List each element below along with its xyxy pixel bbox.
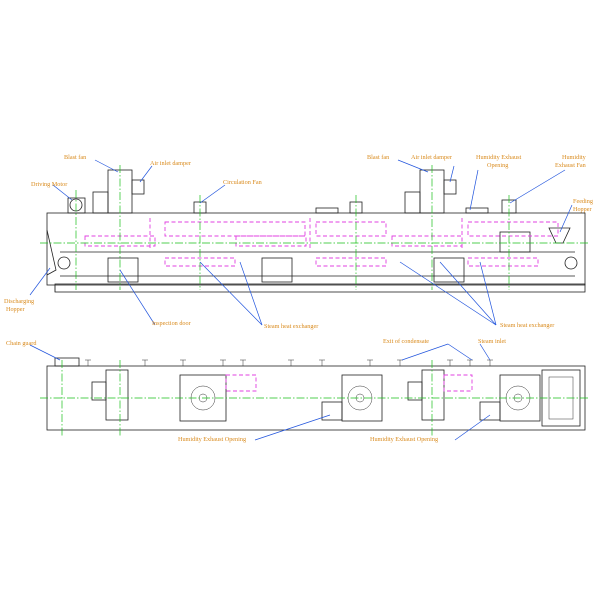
- plan-hidden-duct-2: [443, 374, 473, 392]
- labels: Blast fan Air inlet damper Driving Motor…: [4, 154, 593, 443]
- blast-fan-1-motor: [92, 191, 109, 214]
- inspection-door-3: [433, 257, 465, 283]
- plan-bolts: [85, 359, 493, 366]
- top-cover: [315, 207, 339, 214]
- blast-fan-2-motor: [404, 191, 421, 214]
- label-steam-inlet: Steam inlet: [478, 338, 506, 345]
- chain-guard-shape: [54, 357, 80, 367]
- plan-humidity-exhaust-opening-1: [321, 401, 343, 421]
- label-driving-motor: Driving Motor: [31, 181, 67, 188]
- base-frame: [54, 283, 586, 293]
- drive-pulley-left: [57, 256, 71, 270]
- discharging-hopper-shape: [46, 229, 57, 276]
- plan-blast-fan-1-motor: [91, 381, 107, 401]
- hidden-duct-3: [235, 235, 307, 247]
- hidden-duct-5: [391, 235, 463, 247]
- air-inlet-damper-2-shape: [443, 179, 457, 195]
- label-discharging-hopper-line1: Discharging: [4, 298, 34, 305]
- plan-hidden-duct-1: [225, 374, 257, 392]
- plan-humidity-exhaust-opening-2: [479, 401, 501, 421]
- plan-blast-fan-2-motor: [407, 381, 423, 401]
- label-circulation-fan: Circulation Fan: [223, 179, 262, 186]
- feeding-hopper-shape: [548, 227, 571, 244]
- label-discharging-hopper-line2: Hopper: [6, 306, 25, 313]
- driving-motor-shape: [67, 197, 86, 214]
- inspection-door-1: [107, 257, 139, 283]
- plan-blast-fan-2: [421, 369, 445, 421]
- hidden-heater-2: [315, 257, 387, 267]
- label-humidity-exhaust-opening-bottom-1: Humidity Exhaust Opening: [178, 436, 246, 443]
- inspection-door-4: [499, 231, 531, 253]
- label-blast-fan-1: Blast fan: [64, 154, 86, 161]
- label-air-inlet-damper-2: Air inlet damper: [411, 154, 452, 161]
- air-inlet-damper-1-shape: [131, 179, 145, 195]
- drive-pulley-right: [564, 256, 578, 270]
- hidden-duct-2: [164, 221, 306, 237]
- plan-blast-fan-1: [105, 369, 129, 421]
- label-steam-heat-exchanger-2: Steam heat exchanger: [500, 322, 554, 329]
- label-feeding-hopper-line1: Feeding: [573, 198, 593, 205]
- label-exit-of-condensate: Exit of condensate: [383, 338, 429, 345]
- label-inspection-door: Inspection door: [152, 320, 191, 327]
- plan-view: [40, 357, 590, 436]
- elevation-view: [40, 165, 590, 293]
- hidden-duct-6: [467, 221, 559, 237]
- label-chain-guard: Chain guard: [6, 340, 37, 347]
- label-feeding-hopper-line2: Hopper: [573, 206, 592, 213]
- label-air-inlet-damper-1: Air inlet damper: [150, 160, 191, 167]
- label-humidity-exhaust-opening-line2: Opening: [487, 162, 508, 169]
- hidden-heater-3: [467, 257, 539, 267]
- label-steam-heat-exchanger-1: Steam heat exchanger: [264, 323, 318, 330]
- humidity-exhaust-opening-shape: [465, 207, 489, 214]
- label-humidity-exhaust-fan-line2: Exhaust Fan: [555, 162, 586, 169]
- label-blast-fan-2: Blast fan: [367, 154, 389, 161]
- label-humidity-exhaust-opening-bottom-2: Humidity Exhaust Opening: [370, 436, 438, 443]
- inspection-door-2: [261, 257, 293, 283]
- label-humidity-exhaust-fan-line1: Humidity: [562, 154, 587, 161]
- leader-lines: [29, 159, 573, 441]
- hidden-duct-4: [315, 221, 387, 237]
- label-humidity-exhaust-opening-line1: Humidity Exhaust: [476, 154, 521, 161]
